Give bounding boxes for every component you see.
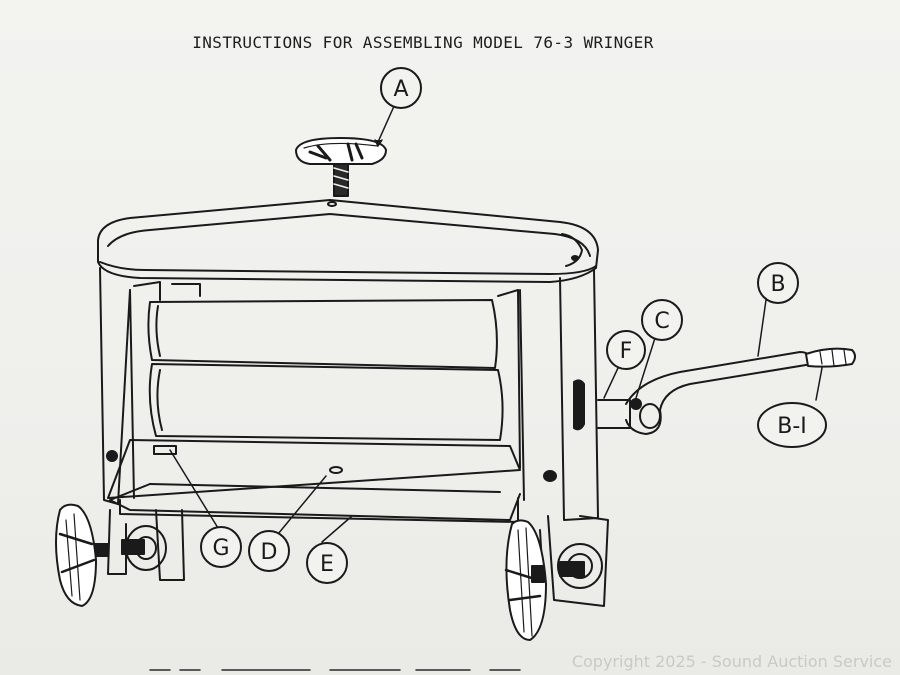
drain-board (107, 439, 521, 523)
callout-a-label: A (393, 77, 408, 102)
callout-d-label: D (261, 540, 278, 565)
callout-g-label: G (212, 536, 229, 561)
pressure-screw-a (295, 137, 387, 197)
callout-b-label: B (770, 272, 785, 297)
left-frame (99, 267, 201, 505)
crank-handle (597, 347, 856, 435)
right-clamp-assembly (504, 515, 609, 641)
callout-c: C (641, 299, 683, 341)
callout-leaders (169, 103, 823, 543)
left-clamp-assembly (55, 503, 185, 607)
right-frame (497, 269, 599, 521)
callout-d: D (248, 530, 290, 572)
callout-c-label: C (654, 309, 669, 334)
callout-b1-label: B-I (777, 414, 807, 439)
callout-f: F (606, 330, 646, 370)
wringer-top-cover (97, 199, 599, 283)
callout-a: A (380, 67, 422, 109)
callout-b1: B-I (757, 402, 827, 448)
callout-g: G (200, 526, 242, 568)
document-title: INSTRUCTIONS FOR ASSEMBLING MODEL 76-3 W… (192, 33, 654, 52)
callout-e: E (306, 542, 348, 584)
callout-b: B (757, 262, 799, 304)
callout-f-label: F (620, 339, 633, 364)
callout-e-label: E (320, 552, 334, 577)
upper-roller (147, 299, 498, 369)
copyright-watermark: Copyright 2025 - Sound Auction Service (571, 652, 892, 671)
lower-roller (148, 363, 504, 441)
